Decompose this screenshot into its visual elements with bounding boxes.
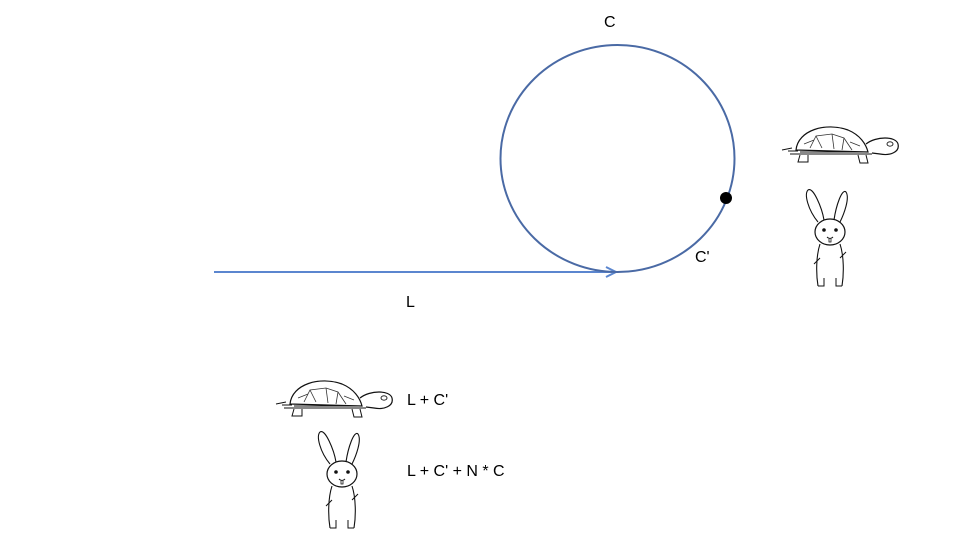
meeting-offset-label: C' [695, 249, 710, 266]
hare-distance-label: L + C' + N * C [407, 463, 505, 480]
tortoise-distance-label: L + C' [407, 392, 449, 409]
rabbit-icon [805, 188, 848, 287]
cycle-circle [499, 44, 736, 273]
tail-length-label: L [406, 294, 415, 311]
tortoise-icon [781, 126, 899, 164]
tortoise-icon [275, 380, 393, 418]
cycle-length-label: C [604, 14, 616, 31]
meeting-point [720, 192, 732, 204]
rabbit-icon [317, 430, 360, 529]
